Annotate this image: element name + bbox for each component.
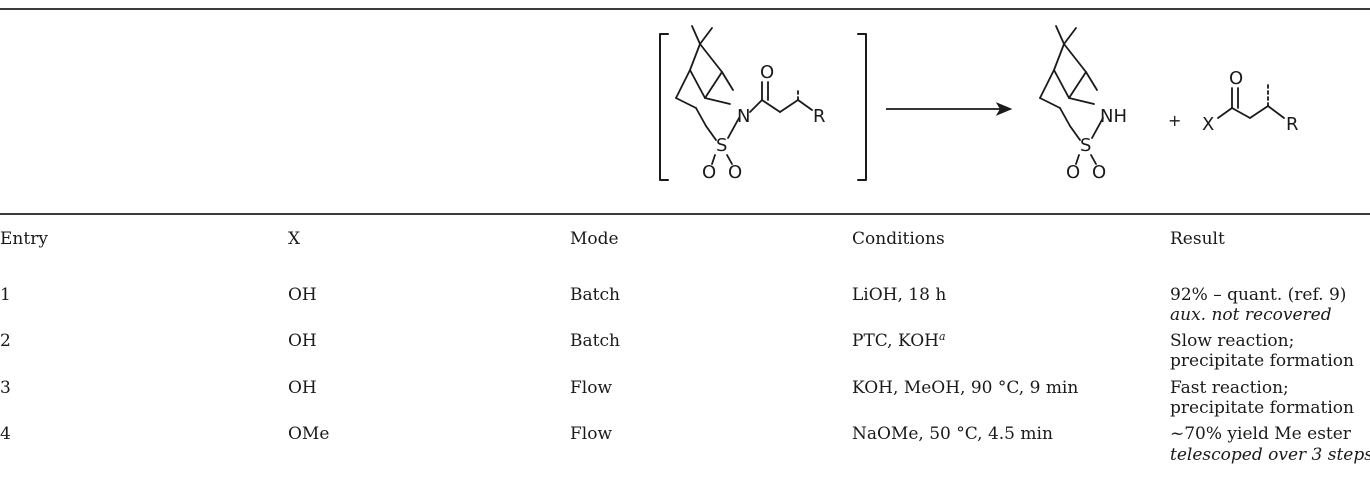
cell-result-line2: precipitate formation: [1170, 398, 1354, 418]
cell-x: OH: [288, 378, 317, 398]
cell-mode: Flow: [570, 424, 613, 444]
auxiliary-label-o1: O: [1066, 162, 1080, 183]
reactant-structure: [675, 25, 813, 165]
cell-mode: Flow: [570, 378, 613, 398]
cell-entry: 4: [0, 424, 11, 444]
cell-result-line1: Fast reaction;: [1170, 378, 1289, 398]
cell-entry: 1: [0, 285, 11, 305]
cell-entry: 3: [0, 378, 11, 398]
cell-x: OMe: [288, 424, 330, 444]
reactant-label-s: S: [716, 135, 727, 156]
cell-x: OH: [288, 285, 317, 305]
product-structure: [1217, 83, 1285, 119]
cell-entry: 2: [0, 331, 11, 351]
header-entry: Entry: [0, 229, 48, 249]
header-result: Result: [1170, 229, 1225, 249]
reaction-scheme: O N S O O R NH S O O + O: [659, 25, 1299, 183]
reaction-arrow: [886, 102, 1013, 116]
cell-result-line1: Slow reaction;: [1170, 331, 1295, 351]
cell-mode: Batch: [570, 285, 620, 305]
reactant-label-o2: O: [728, 162, 742, 183]
cell-result-line1: 92% – quant. (ref. 9): [1170, 285, 1347, 305]
auxiliary-label-s: S: [1080, 135, 1091, 156]
cell-result-line2: precipitate formation: [1170, 351, 1354, 371]
cell-conditions: KOH, MeOH, 90 °C, 9 min: [852, 378, 1079, 398]
cell-conditions: PTC, KOHa: [852, 330, 946, 351]
cell-result-line2: aux. not recovered: [1170, 305, 1332, 325]
cell-x: OH: [288, 331, 317, 351]
plus-sign: +: [1168, 111, 1181, 130]
cell-conditions: NaOMe, 50 °C, 4.5 min: [852, 424, 1053, 444]
left-bracket: [659, 33, 669, 181]
reactant-label-n: N: [737, 106, 750, 127]
table-top-rule: [0, 8, 1370, 10]
product-label-x: X: [1202, 114, 1214, 135]
cell-result-line1: ~70% yield Me ester: [1170, 424, 1351, 444]
table-header-rule: [0, 213, 1370, 215]
product-label-o: O: [1229, 68, 1243, 89]
right-bracket: [857, 33, 867, 181]
cell-mode: Batch: [570, 331, 620, 351]
header-mode: Mode: [570, 229, 619, 249]
product-label-r: R: [1286, 114, 1299, 135]
auxiliary-label-nh: NH: [1100, 106, 1127, 127]
reactant-label-o1: O: [702, 162, 716, 183]
cell-result-line2: telescoped over 3 stepsb: [1170, 445, 1370, 465]
auxiliary-label-o2: O: [1092, 162, 1106, 183]
reactant-label-o: O: [760, 62, 774, 83]
reactant-label-r: R: [813, 106, 826, 127]
cell-conditions: LiOH, 18 h: [852, 285, 947, 305]
header-x: X: [288, 229, 301, 249]
header-conditions: Conditions: [852, 229, 945, 249]
auxiliary-structure: [1039, 25, 1104, 165]
